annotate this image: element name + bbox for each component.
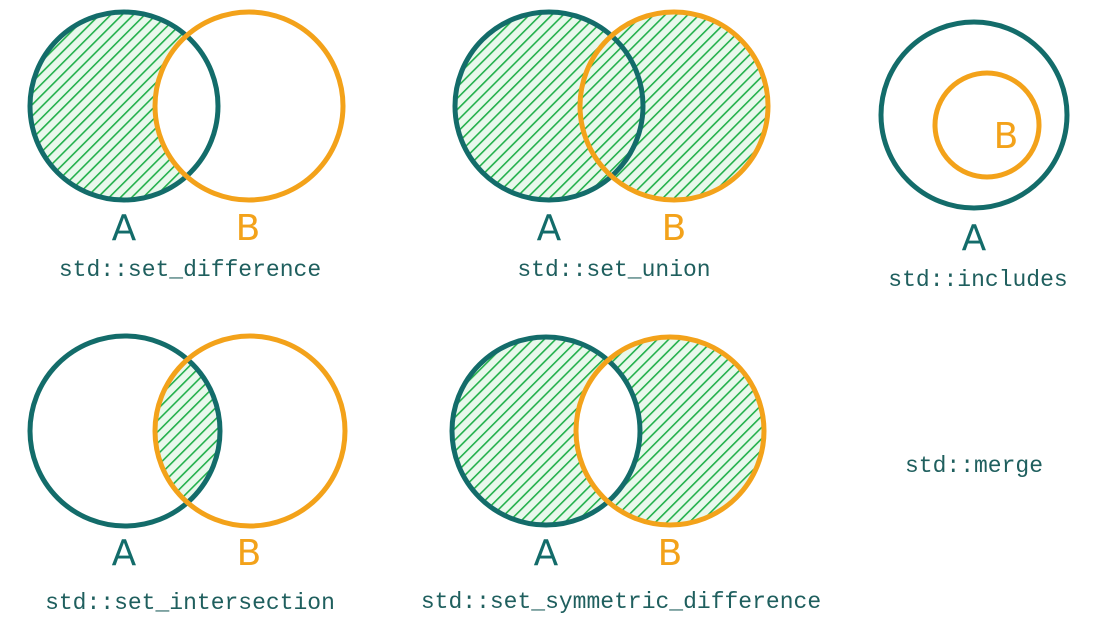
label-b: B xyxy=(236,208,261,249)
label-a: A xyxy=(534,533,559,574)
set-a-circle xyxy=(27,9,221,203)
set-difference-diagram: A B std::set_difference xyxy=(27,9,346,283)
set-b-circle xyxy=(152,9,346,203)
intersection-region xyxy=(155,336,220,526)
set-b-circle xyxy=(152,333,348,529)
label-a: A xyxy=(112,208,137,249)
set-b-circle xyxy=(932,70,1042,180)
caption-set-symmetric-difference: std::set_symmetric_difference xyxy=(421,589,821,615)
set-a-circle xyxy=(878,19,1070,211)
caption-set-difference: std::set_difference xyxy=(59,257,321,283)
caption-set-intersection: std::set_intersection xyxy=(45,590,335,616)
union-region-b xyxy=(580,12,768,200)
label-b: B xyxy=(994,116,1019,157)
excluded-intersection xyxy=(576,337,640,525)
difference-region xyxy=(30,12,218,200)
set-symmetric-difference-diagram: A B std::set_symmetric_difference xyxy=(421,334,821,615)
label-b: B xyxy=(662,208,687,249)
caption-merge: std::merge xyxy=(905,453,1043,479)
set-a-circle xyxy=(449,334,643,528)
set-union-diagram: A B std::set_union xyxy=(452,9,771,283)
label-a: A xyxy=(962,218,987,259)
label-b: B xyxy=(237,533,262,574)
set-a-circle xyxy=(452,9,646,203)
set-b-circle xyxy=(573,334,767,528)
set-a-circle xyxy=(27,333,223,529)
includes-diagram: B A std::includes xyxy=(878,19,1070,293)
label-a: A xyxy=(537,208,562,249)
label-b: B xyxy=(658,533,683,574)
caption-includes: std::includes xyxy=(888,267,1067,293)
caption-set-union: std::set_union xyxy=(517,257,710,283)
label-a: A xyxy=(112,533,137,574)
set-intersection-diagram: A B std::set_intersection xyxy=(27,333,348,616)
set-b-circle xyxy=(577,9,771,203)
